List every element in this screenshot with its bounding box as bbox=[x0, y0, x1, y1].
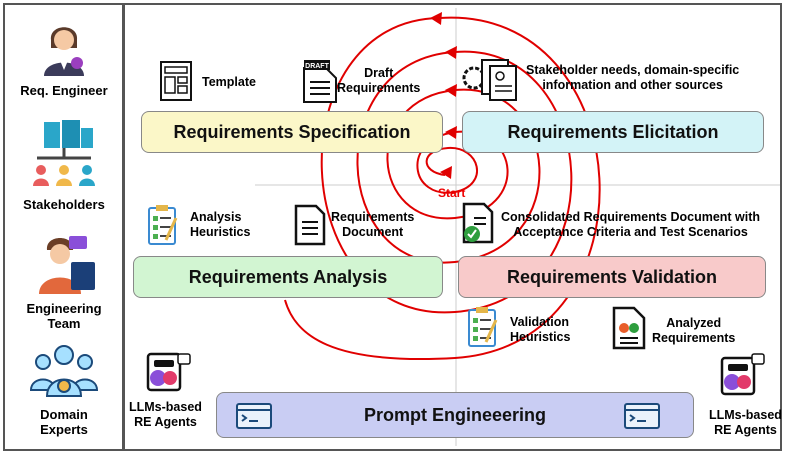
terminal-right-icon bbox=[624, 403, 660, 429]
actor-label: Domain Experts bbox=[40, 407, 88, 437]
actor-label: Req. Engineer bbox=[20, 83, 108, 98]
expert-group-icon bbox=[29, 345, 99, 397]
terminal-left-icon bbox=[236, 403, 272, 429]
phase-requirements-analysis: Requirements Analysis bbox=[133, 256, 443, 298]
woman-engineer-icon bbox=[44, 27, 84, 76]
llm-agent-right-icon bbox=[720, 353, 765, 396]
actor-label: Engineering Team bbox=[26, 301, 102, 331]
validation-checklist-icon bbox=[468, 307, 498, 347]
draft-badge-text: DRAFT bbox=[305, 63, 329, 70]
analysis-checklist-icon bbox=[148, 205, 178, 245]
requirements-document-label: Requirements Document bbox=[331, 210, 415, 239]
developer-icon bbox=[39, 236, 95, 294]
analyzed-requirements-label: Analyzed Requirements bbox=[652, 316, 736, 345]
start-label: Start bbox=[438, 186, 466, 200]
phase-prompt-engineering: Prompt Engineeering bbox=[216, 392, 694, 438]
actor-stakeholders: Stakeholders bbox=[5, 120, 123, 212]
draft-document-icon: DRAFT bbox=[303, 60, 337, 103]
llm-agent-left-icon bbox=[146, 352, 191, 392]
draft-requirements-label: Draft Requirements bbox=[337, 66, 421, 95]
llm-agents-left-label: LLMs-based RE Agents bbox=[129, 400, 202, 429]
analysis-heuristics-label: Analysis Heuristics bbox=[190, 210, 251, 239]
stakeholder-sources-icon bbox=[462, 59, 517, 101]
template-label: Template bbox=[202, 75, 256, 89]
actor-label: Stakeholders bbox=[23, 197, 105, 212]
phase-requirements-elicitation: Requirements Elicitation bbox=[462, 111, 764, 153]
template-icon bbox=[160, 61, 192, 101]
consolidated-document-icon bbox=[462, 202, 494, 244]
validation-heuristics-label: Validation Heuristics bbox=[510, 315, 571, 344]
consolidated-document-label: Consolidated Requirements Document with … bbox=[501, 210, 761, 239]
requirements-document-icon bbox=[294, 204, 326, 246]
stakeholder-needs-label: Stakeholder needs, domain-specific infor… bbox=[526, 63, 740, 92]
analyzed-requirements-icon bbox=[612, 306, 646, 350]
actor-domain-experts: Domain Experts bbox=[5, 340, 123, 437]
actor-req-engineer: Req. Engineer bbox=[5, 18, 123, 98]
phase-requirements-validation: Requirements Validation bbox=[458, 256, 766, 298]
diagram-frame bbox=[3, 3, 782, 451]
actor-column-divider bbox=[122, 3, 125, 451]
phase-requirements-specification: Requirements Specification bbox=[141, 111, 443, 153]
actor-engineering-team: Engineering Team bbox=[5, 232, 123, 331]
llm-agents-right-label: LLMs-based RE Agents bbox=[709, 408, 782, 437]
building-people-icon bbox=[33, 120, 95, 186]
